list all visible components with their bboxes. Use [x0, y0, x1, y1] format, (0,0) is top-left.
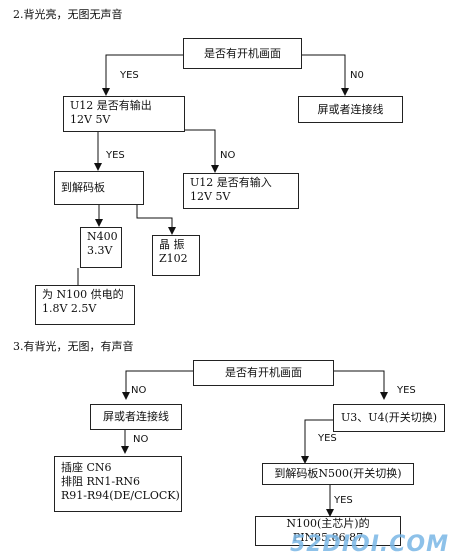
s1-start-node: 是否有开机画面: [183, 38, 302, 69]
s1-yes-label-2: YES: [106, 150, 125, 161]
edge2-u3u4-to-decoder: [301, 419, 340, 464]
s1-n100-power-line2: 1.8V 2.5V: [42, 302, 97, 315]
s2-screen-node: 屏或者连接线: [90, 404, 182, 430]
s1-u12-output-line2: 12V 5V: [70, 113, 111, 126]
s2-start-node: 是否有开机画面: [193, 360, 334, 386]
s1-crystal-node: 晶 振 Z102: [152, 235, 200, 276]
s2-socket-line2: 排阻 RN1-RN6: [61, 475, 141, 488]
s1-start-label: 是否有开机画面: [204, 46, 281, 60]
edge2-start-to-u3u4: [334, 370, 388, 400]
s2-screen-label: 屏或者连接线: [103, 410, 169, 423]
section2-heading: 3.有背光，无图，有声音: [13, 340, 134, 353]
section1-heading: 2.背光亮，无图无声音: [13, 8, 123, 21]
s2-u3u4-node: U3、U4(开关切换): [333, 404, 445, 432]
s2-yes-label-1: YES: [397, 385, 416, 396]
s2-socket-line1: 插座 CN6: [61, 461, 112, 474]
s1-u12-input-line1: U12 是否有输入: [190, 176, 272, 189]
s1-n100-power-node: 为 N100 供电的 1.8V 2.5V: [35, 285, 135, 325]
s2-u3u4-label: U3、U4(开关切换): [340, 411, 438, 424]
s1-screen-node: 屏或者连接线: [298, 96, 403, 123]
s1-crystal-line2: Z102: [159, 252, 188, 265]
s2-no-label-1: NO: [131, 385, 147, 396]
s1-n400-line2: 3.3V: [87, 244, 113, 257]
s2-socket-line3: R91-R94(DE/CLOCK): [61, 489, 180, 502]
s1-crystal-line1: 晶 振: [159, 238, 185, 251]
s1-u12-input-node: U12 是否有输入 12V 5V: [183, 173, 299, 209]
s1-n100-power-line1: 为 N100 供电的: [42, 288, 124, 301]
s1-no-label-1: N0: [350, 70, 364, 81]
s2-n100-pin-label: N100(主芯片)的PIN85.86.87: [286, 517, 370, 544]
s1-no-label-2: NO: [220, 150, 236, 161]
edge2-start-to-screen: [122, 370, 193, 400]
s2-yes-label-3: YES: [334, 495, 353, 506]
s2-no-label-2: NO: [133, 434, 149, 445]
edge-decoder-to-crystal: [136, 205, 176, 235]
s1-decoder-label: 到解码板: [61, 181, 105, 194]
s2-socket-node: 插座 CN6 排阻 RN1-RN6 R91-R94(DE/CLOCK): [54, 456, 182, 512]
edge-start-to-u12out: [102, 54, 183, 96]
s1-n400-node: N400 3.3V: [80, 227, 122, 268]
s1-n400-line1: N400: [87, 230, 118, 243]
s2-n100-pin-node: N100(主芯片)的PIN85.86.87: [255, 516, 401, 546]
s2-yes-label-2: YES: [318, 433, 337, 444]
s1-u12-output-line1: U12 是否有输出: [70, 99, 152, 112]
s1-decoder-node: 到解码板: [54, 171, 144, 205]
s1-u12-input-line2: 12V 5V: [190, 190, 231, 203]
s2-decoder-node: 到解码板N500(开关切换): [262, 463, 414, 485]
s1-yes-label-1: YES: [120, 70, 139, 81]
s1-screen-label: 屏或者连接线: [317, 102, 384, 116]
edge-u12out-to-u12in: [185, 129, 219, 173]
edge-start-to-screen: [302, 54, 349, 96]
site-watermark: 52DIOI.COM: [289, 532, 449, 557]
s2-decoder-label: 到解码板N500(开关切换): [274, 467, 402, 480]
s1-u12-output-node: U12 是否有输出 12V 5V: [63, 96, 185, 132]
s2-start-label: 是否有开机画面: [225, 366, 302, 379]
